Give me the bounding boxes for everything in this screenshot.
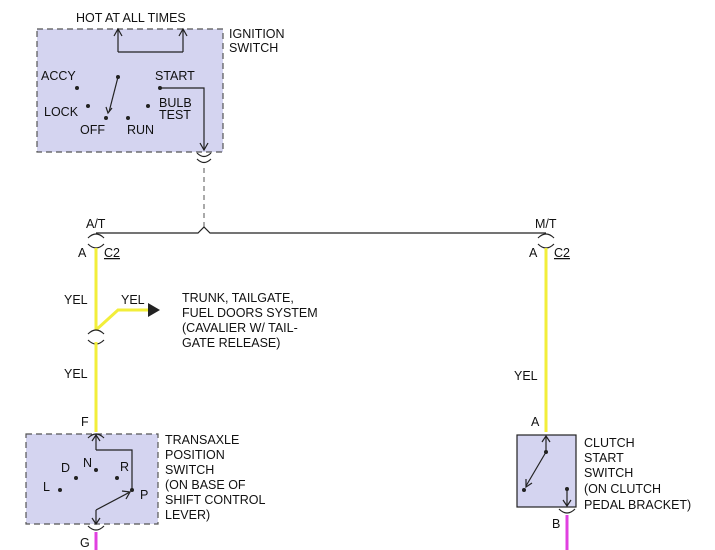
p-label: P [140, 488, 148, 502]
ignition-switch-box [36, 28, 224, 153]
branch-bus: A/T M/T [86, 217, 557, 239]
transaxle-position-switch: D N R L P G TRANSAXLE POSITION SWITCH (O… [25, 433, 266, 550]
transaxle-switch-arm-tip [121, 490, 131, 500]
destination-line-3: (CAVALIER W/ TAIL- [182, 321, 298, 335]
start-output-wire [160, 87, 205, 150]
transaxle-title-6: LEVER) [165, 508, 210, 522]
clutch-title-3: SWITCH [584, 466, 633, 480]
transaxle-title-2: POSITION [165, 448, 225, 462]
transaxle-title-4: (ON BASE OF [165, 478, 246, 492]
clutch-switch-arm [525, 451, 547, 487]
left-pin-a-label: A [78, 246, 87, 260]
transaxle-out-arrow [91, 517, 101, 526]
run-label: RUN [127, 123, 154, 137]
hot-at-all-times-label: HOT AT ALL TIMES [76, 11, 186, 25]
branch-arrow-icon [148, 303, 160, 317]
right-c2-connector [537, 243, 555, 249]
at-drop [87, 233, 105, 239]
at-label: A/T [86, 217, 106, 231]
ignition-output-connector [196, 152, 212, 158]
ignition-switch-arm-tip [105, 106, 113, 115]
clutch-title-5: PEDAL BRACKET) [584, 498, 691, 512]
left-c2-connector [87, 243, 105, 249]
transaxle-switch-arm [95, 491, 131, 511]
clutch-contact-left [522, 488, 526, 492]
left-yellow-branch-wire [94, 308, 148, 332]
r-contact [115, 476, 119, 480]
right-c2-label: C2 [554, 246, 570, 260]
off-label: OFF [80, 123, 105, 137]
mt-drop [537, 233, 555, 239]
transaxle-switch-box [25, 433, 159, 525]
left-pin-f-label: F [81, 415, 89, 429]
branch-bus-line [96, 226, 546, 234]
clutch-title-1: CLUTCH [584, 436, 635, 450]
hot-feed-arrow-right [178, 27, 188, 37]
left-wire-color-upper: YEL [64, 293, 88, 307]
transaxle-out-connector [87, 525, 105, 531]
d-contact [74, 476, 78, 480]
ignition-switch: HOT AT ALL TIMES IGNITION SWITCH ACCY ST… [36, 11, 285, 153]
lock-label: LOCK [44, 105, 79, 119]
accy-label: ACCY [41, 69, 76, 83]
clutch-title-2: START [584, 451, 624, 465]
clutch-pin-b-label: B [552, 517, 560, 531]
right-pin-a-label: A [529, 246, 538, 260]
ignition-switch-arm [108, 76, 119, 113]
clutch-start-switch: B CLUTCH START SWITCH (ON CLUTCH PEDAL B… [516, 434, 691, 550]
lock-contact [86, 104, 90, 108]
right-circuit: A C2 YEL A [514, 243, 570, 432]
run-contact [126, 116, 130, 120]
bulb-label: BULB [159, 96, 192, 110]
right-pin-a-switch-label: A [531, 415, 540, 429]
start-output-arrow [199, 142, 209, 152]
left-wire-color-lower: YEL [64, 367, 88, 381]
transaxle-title-3: SWITCH [165, 463, 214, 477]
transaxle-pin-g-label: G [80, 536, 90, 550]
hot-feed-arrow-left [113, 27, 123, 37]
transaxle-contact-bridge [96, 449, 133, 490]
test-label: TEST [159, 108, 191, 122]
left-circuit: A C2 YEL YEL TRUNK, TAILGATE, FUEL DOORS… [64, 243, 318, 432]
l-label: L [43, 480, 50, 494]
d-label: D [61, 461, 70, 475]
mt-label: M/T [535, 217, 557, 231]
l-contact [58, 488, 62, 492]
destination-line-4: GATE RELEASE) [182, 336, 280, 350]
right-wire-color: YEL [514, 369, 538, 383]
ignition-output-connector-2 [196, 158, 212, 164]
left-wire-color-branch: YEL [121, 293, 145, 307]
transaxle-title-1: TRANSAXLE [165, 433, 239, 447]
ignition-switch-title-1: IGNITION [229, 27, 285, 41]
clutch-out-connector [558, 508, 576, 514]
clutch-switch-arm-tip [525, 479, 533, 489]
bulb-test-contact [146, 104, 150, 108]
off-contact [104, 116, 108, 120]
n-contact [94, 468, 98, 472]
destination-line-2: FUEL DOORS SYSTEM [182, 306, 318, 320]
start-label: START [155, 69, 195, 83]
transaxle-in-arrow [91, 433, 101, 442]
left-inline-connector [87, 329, 105, 335]
ignition-switch-title-2: SWITCH [229, 41, 278, 55]
clutch-in-arrow [541, 434, 551, 443]
transaxle-title-5: SHIFT CONTROL [165, 493, 266, 507]
destination-line-1: TRUNK, TAILGATE, [182, 291, 294, 305]
n-label: N [83, 456, 92, 470]
left-c2-label: C2 [104, 246, 120, 260]
clutch-title-4: (ON CLUTCH [584, 482, 661, 496]
accy-contact [75, 86, 79, 90]
clutch-out-arrow [562, 499, 572, 508]
r-label: R [120, 460, 129, 474]
